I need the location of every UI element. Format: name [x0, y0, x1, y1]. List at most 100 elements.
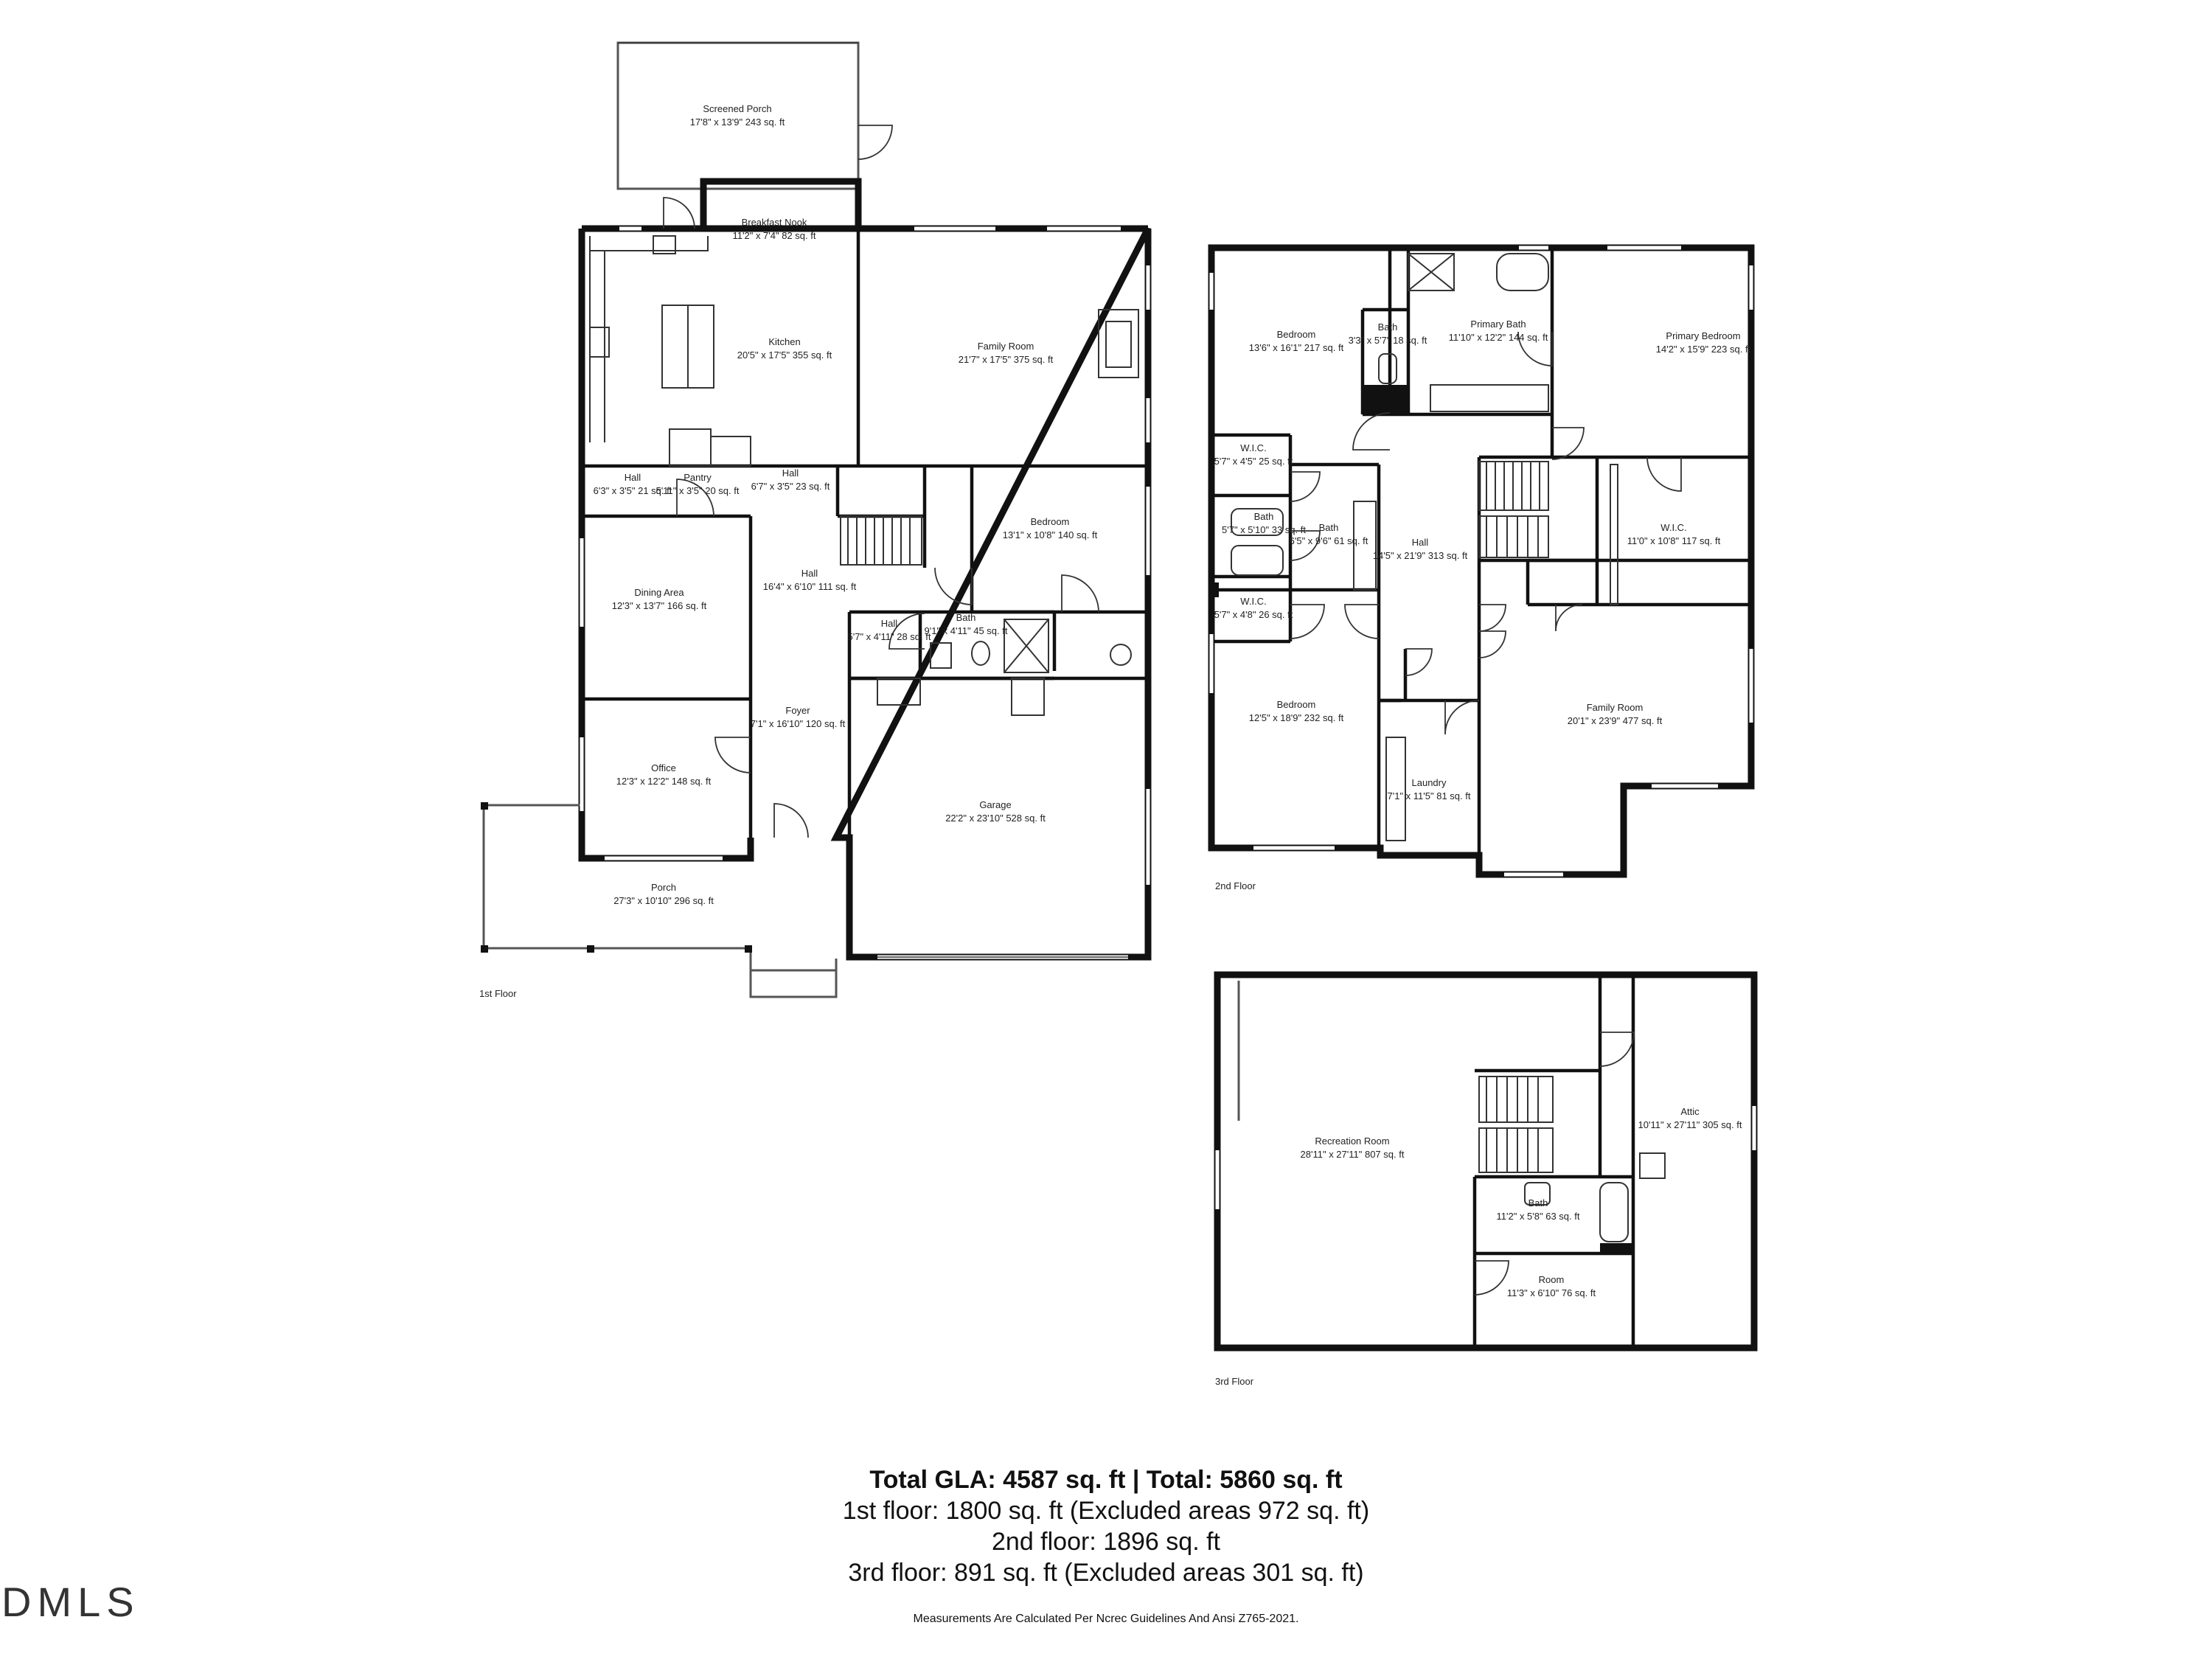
room-name: W.I.C.	[1660, 522, 1686, 533]
room-name: Attic	[1680, 1106, 1700, 1117]
room-dimensions: 14'5" x 21'9" 313 sq. ft	[1373, 550, 1468, 561]
room-dimensions: 27'3" x 10'10" 296 sq. ft	[613, 895, 714, 906]
room-dimensions: 14'2" x 15'9" 223 sq. ft	[1656, 344, 1751, 355]
room-name: W.I.C.	[1240, 442, 1266, 453]
room-label: W.I.C.5'7" x 4'8" 26 sq. ft	[1214, 596, 1293, 620]
room-label: Hall 14'5" x 21'9" 313 sq. ft	[1373, 537, 1468, 561]
room-label: Bedroom 13'6" x 16'1" 217 sq. ft	[1249, 329, 1344, 353]
room-label: Bath 5'7" x 5'10" 33 sq. ft	[1222, 511, 1306, 535]
room-dimensions: 17'8" x 13'9" 243 sq. ft	[690, 116, 785, 128]
floor-label-3: 3rd Floor	[1215, 1376, 1254, 1387]
second-floor-plan	[1208, 244, 1755, 878]
room-labels: Screened Porch 17'8" x 13'9" 243 sq. ft Br…	[594, 103, 1751, 1298]
room-name: Hall	[881, 618, 898, 629]
room-label: Family Room 21'7" x 17'5" 375 sq. ft	[959, 341, 1054, 365]
room-name: Bath	[1528, 1197, 1548, 1208]
room-name: Laundry	[1412, 777, 1447, 788]
room-label: Breakfast Nook 11'2" x 7'4" 82 sq. ft	[733, 217, 816, 241]
room-dimensions: 3'3" x 5'7" 18 sq. ft	[1349, 335, 1427, 346]
room-dimensions: 6'5" x 9'6" 61 sq. ft	[1290, 535, 1368, 546]
room-label: Room 11'3" x 6'10" 76 sq. ft	[1507, 1274, 1596, 1298]
room-name: Hall	[782, 467, 799, 479]
room-name: W.I.C.	[1240, 596, 1266, 607]
room-name: Bedroom	[1031, 516, 1070, 527]
room-name: Porch	[651, 882, 676, 893]
room-label: Laundry 7'1" x 11'5" 81 sq. ft	[1388, 777, 1471, 801]
room-name: Bath	[1254, 511, 1274, 522]
room-dimensions: 11'2" x 7'4" 82 sq. ft	[733, 230, 816, 241]
room-name: Hall	[625, 472, 641, 483]
room-label: Screened Porch 17'8" x 13'9" 243 sq. ft	[690, 103, 785, 128]
room-dimensions: 7'1" x 11'5" 81 sq. ft	[1388, 790, 1471, 801]
room-label: Family Room 20'1" x 23'9" 477 sq. ft	[1568, 702, 1663, 726]
room-dimensions: 11'0" x 10'8" 117 sq. ft	[1627, 535, 1721, 546]
room-label: Attic 10'11" x 27'11" 305 sq. ft	[1638, 1106, 1742, 1130]
room-dimensions: 6'7" x 3'5" 23 sq. ft	[751, 481, 830, 492]
measurement-footnote: Measurements Are Calculated Per Ncrec Gu…	[913, 1613, 1299, 1625]
room-name: Foyer	[785, 705, 810, 716]
room-dimensions: 11'3" x 6'10" 76 sq. ft	[1507, 1287, 1596, 1298]
room-name: Hall	[801, 568, 818, 579]
room-label: Recreation Room 28'11" x 27'11" 807 sq. f…	[1301, 1135, 1405, 1160]
room-name: Screened Porch	[703, 103, 771, 114]
room-label: Bedroom 13'1" x 10'8" 140 sq. ft	[1003, 516, 1098, 540]
room-dimensions: 11'2" x 5'8" 63 sq. ft	[1497, 1211, 1580, 1222]
room-name: Breakfast Nook	[742, 217, 807, 228]
room-label: Bath 6'5" x 9'6" 61 sq. ft	[1290, 522, 1368, 546]
room-label: Garage 22'2" x 23'10" 528 sq. ft	[945, 799, 1046, 824]
room-dimensions: 12'3" x 13'7" 166 sq. ft	[612, 600, 707, 611]
room-dimensions: 21'7" x 17'5" 375 sq. ft	[959, 354, 1054, 365]
room-dimensions: 13'1" x 10'8" 140 sq. ft	[1003, 529, 1098, 540]
room-name: Pantry	[684, 472, 712, 483]
room-name: Bedroom	[1277, 329, 1316, 340]
room-name: Primary Bedroom	[1666, 330, 1740, 341]
room-label: Office 12'3" x 12'2" 148 sq. ft	[616, 762, 712, 787]
first-floor-area: 1st floor: 1800 sq. ft (Excluded areas 9…	[842, 1497, 1370, 1525]
room-dimensions: 20'1" x 23'9" 477 sq. ft	[1568, 715, 1663, 726]
third-floor-area: 3rd floor: 891 sq. ft (Excluded areas 30…	[848, 1559, 1364, 1587]
room-name: Bath	[956, 612, 976, 623]
room-dimensions: 11'10" x 12'2" 144 sq. ft	[1449, 332, 1548, 343]
room-dimensions: 9'1" x 4'11" 45 sq. ft	[925, 625, 1008, 636]
room-name: Office	[651, 762, 676, 773]
room-name: Bedroom	[1277, 699, 1316, 710]
room-dimensions: 7'1" x 16'10" 120 sq. ft	[751, 718, 846, 729]
room-label: Primary Bedroom 14'2" x 15'9" 223 sq. ft	[1656, 330, 1751, 355]
room-dimensions: 5'7" x 5'10" 33 sq. ft	[1222, 524, 1306, 535]
room-label: W.I.C. 11'0" x 10'8" 117 sq. ft	[1627, 522, 1721, 546]
floor-label-1: 1st Floor	[479, 988, 517, 999]
room-name: Family Room	[1587, 702, 1644, 713]
room-name: Room	[1539, 1274, 1565, 1285]
brand-logo: DMLS	[1, 1579, 140, 1625]
room-dimensions: 20'5" x 17'5" 355 sq. ft	[737, 349, 832, 361]
second-floor-area: 2nd floor: 1896 sq. ft	[992, 1528, 1220, 1556]
room-dimensions: 5'7" x 4'5" 25 sq. ft	[1214, 456, 1293, 467]
room-name: Recreation Room	[1315, 1135, 1389, 1147]
room-dimensions: 12'3" x 12'2" 148 sq. ft	[616, 776, 712, 787]
room-label: Bath 3'3" x 5'7" 18 sq. ft	[1349, 321, 1427, 346]
room-dimensions: 22'2" x 23'10" 528 sq. ft	[945, 813, 1046, 824]
room-label: W.I.C. 5'7" x 4'5" 25 sq. ft	[1214, 442, 1293, 467]
room-label: Bath 9'1" x 4'11" 45 sq. ft	[925, 612, 1008, 636]
room-name: Bath	[1319, 522, 1339, 533]
room-name: Family Room	[978, 341, 1034, 352]
room-name: Hall	[1412, 537, 1429, 548]
room-dimensions: 5'11" x 3'5" 20 sq. ft	[656, 485, 740, 496]
room-label: Pantry 5'11" x 3'5" 20 sq. ft	[656, 472, 740, 496]
room-name: Garage	[979, 799, 1011, 810]
room-dimensions: 13'6" x 16'1" 217 sq. ft	[1249, 342, 1344, 353]
room-dimensions: 10'11" x 27'11" 305 sq. ft	[1638, 1119, 1742, 1130]
room-dimensions: 28'11" x 27'11" 807 sq. ft	[1301, 1149, 1405, 1160]
room-name: Bath	[1378, 321, 1398, 333]
total-area: Total GLA: 4587 sq. ft | Total: 5860 sq.…	[869, 1466, 1343, 1494]
first-floor-plan	[481, 41, 1152, 998]
room-label: Porch 27'3" x 10'10" 296 sq. ft	[613, 882, 714, 906]
